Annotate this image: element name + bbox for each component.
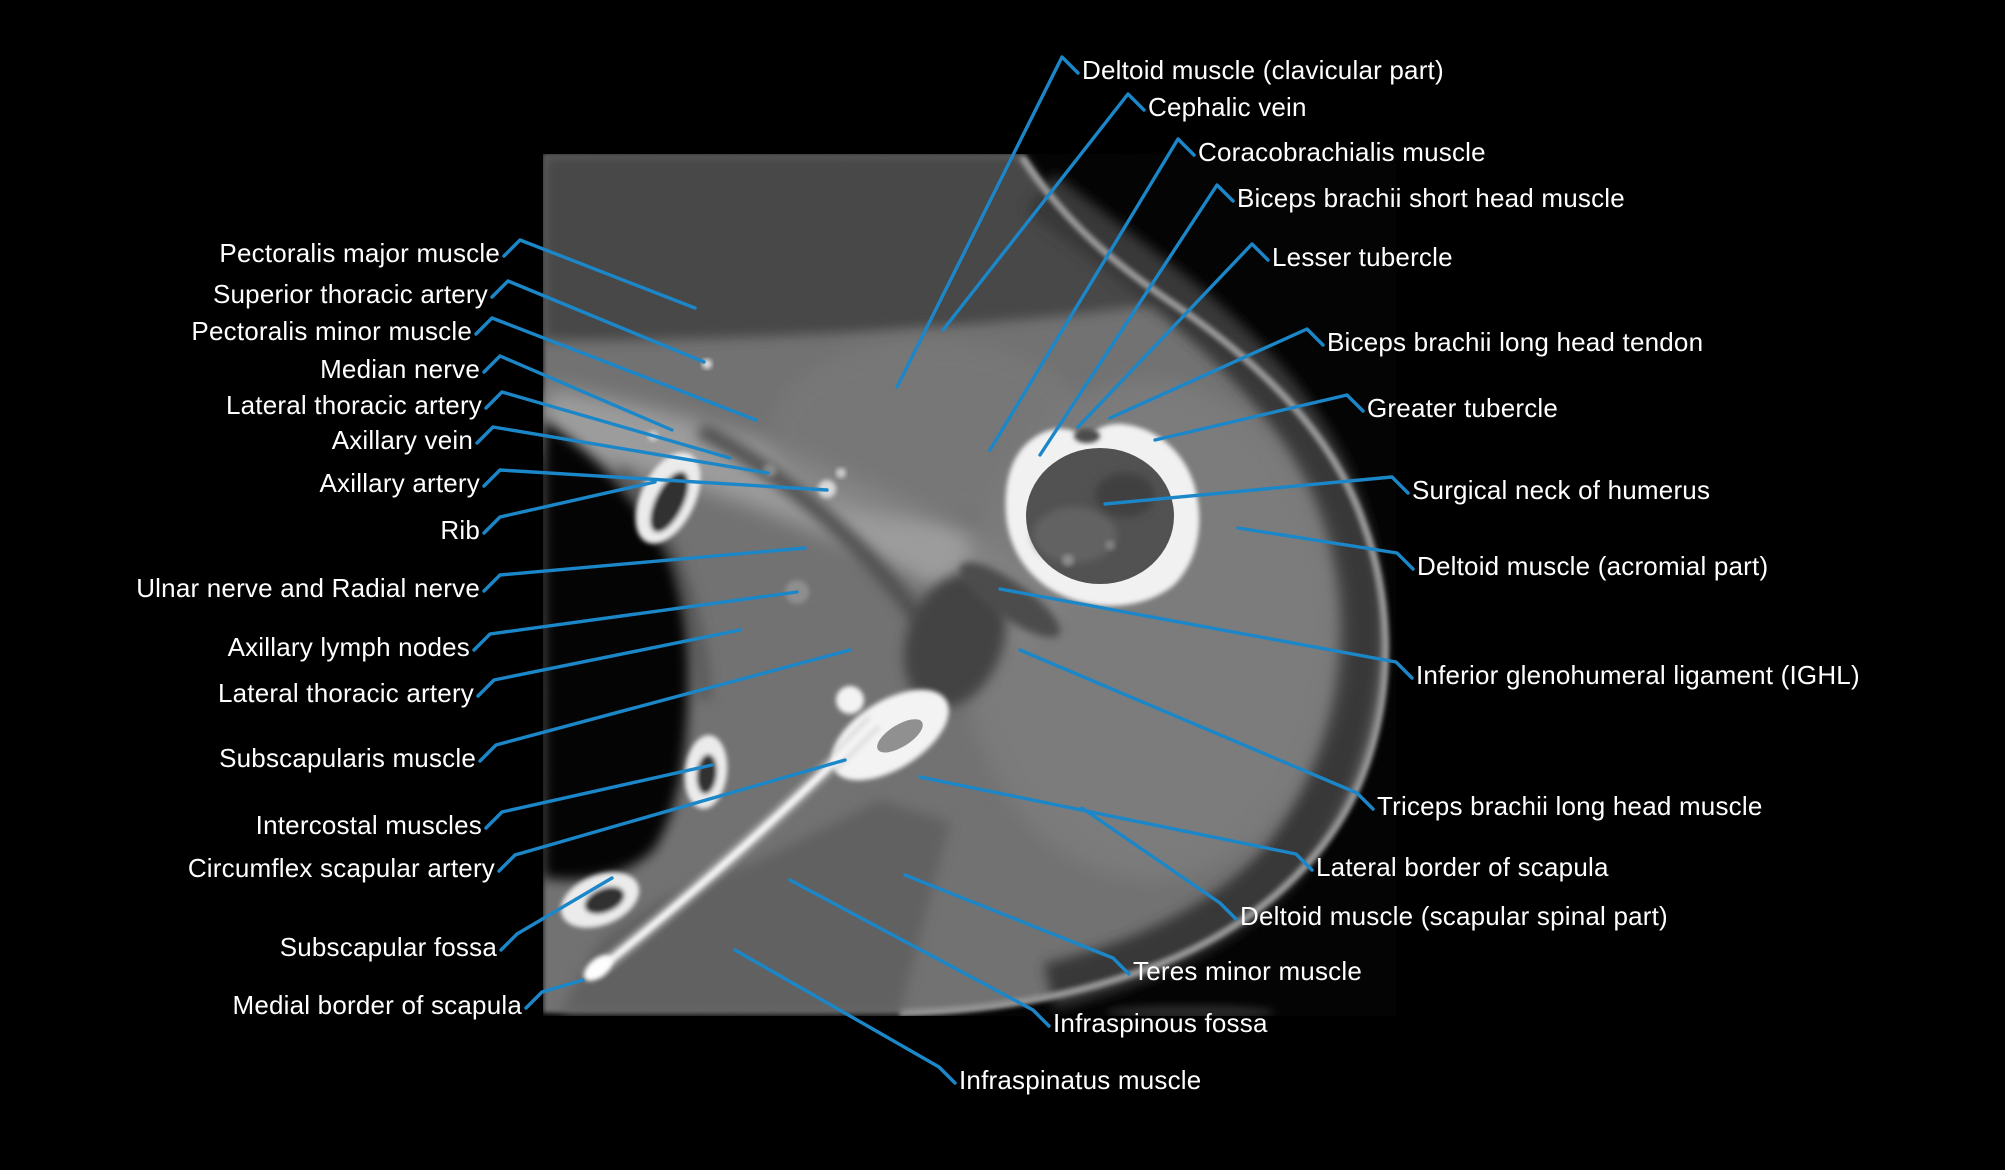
label-medial-border-of-scapula: Medial border of scapula	[232, 990, 522, 1020]
label-infraspinatus-muscle: Infraspinatus muscle	[959, 1065, 1202, 1095]
leader-line-axillary-vein	[475, 425, 770, 475]
leader-line-lesser-tubercle	[1076, 242, 1270, 429]
label-circumflex-scapular-artery: Circumflex scapular artery	[187, 853, 495, 883]
leader-line-subscapular-fossa	[499, 876, 614, 952]
leader-line-infraspinatus-muscle	[733, 948, 957, 1085]
label-biceps-brachii-short-head-muscle: Biceps brachii short head muscle	[1237, 183, 1625, 213]
label-deltoid-muscle-acromial-part: Deltoid muscle (acromial part)	[1417, 551, 1769, 581]
leader-line-medial-border-of-scapula	[524, 978, 585, 1010]
label-superior-thoracic-artery: Superior thoracic artery	[212, 279, 488, 309]
leader-line-triceps-brachii-long-head-muscle	[1018, 648, 1375, 811]
leader-line-lateral-border-of-scapula	[918, 775, 1314, 872]
leader-line-axillary-lymph-nodes	[472, 590, 799, 652]
label-lateral-border-of-scapula: Lateral border of scapula	[1316, 852, 1609, 882]
leader-line-lateral-thoracic-artery	[476, 628, 742, 698]
label-lateral-thoracic-artery: Lateral thoracic artery	[225, 390, 482, 420]
ct-scan-body	[543, 154, 1396, 1016]
label-lateral-thoracic-artery: Lateral thoracic artery	[217, 678, 474, 708]
leader-line-inferior-glenohumeral-ligament-ighl	[998, 587, 1414, 680]
label-infraspinous-fossa: Infraspinous fossa	[1053, 1008, 1268, 1038]
leader-line-biceps-brachii-short-head-muscle	[1038, 183, 1235, 457]
label-surgical-neck-of-humerus: Surgical neck of humerus	[1412, 475, 1711, 505]
leader-line-lateral-thoracic-artery	[484, 390, 732, 460]
label-inferior-glenohumeral-ligament-ighl: Inferior glenohumeral ligament (IGHL)	[1416, 660, 1860, 690]
label-intercostal-muscles: Intercostal muscles	[255, 810, 482, 840]
leader-line-coracobrachialis-muscle	[988, 137, 1196, 452]
label-coracobrachialis-muscle: Coracobrachialis muscle	[1198, 137, 1486, 167]
leader-line-cephalic-vein	[941, 92, 1146, 332]
label-pectoralis-minor-muscle: Pectoralis minor muscle	[191, 316, 472, 346]
leader-line-axillary-artery	[482, 468, 829, 492]
label-axillary-vein: Axillary vein	[331, 425, 473, 455]
leader-line-superior-thoracic-artery	[490, 279, 706, 364]
leader-line-ulnar-nerve-and-radial-nerve	[482, 546, 807, 593]
leader-line-teres-minor-muscle	[903, 873, 1131, 976]
leader-line-pectoralis-minor-muscle	[474, 316, 758, 422]
label-rib: Rib	[440, 515, 480, 545]
label-subscapularis-muscle: Subscapularis muscle	[219, 743, 476, 773]
label-teres-minor-muscle: Teres minor muscle	[1133, 956, 1362, 986]
leader-line-greater-tubercle	[1153, 393, 1365, 442]
label-lesser-tubercle: Lesser tubercle	[1272, 242, 1453, 272]
leader-line-pectoralis-major-muscle	[502, 238, 697, 310]
leader-line-infraspinous-fossa	[788, 878, 1051, 1028]
label-cephalic-vein: Cephalic vein	[1148, 92, 1307, 122]
label-axillary-lymph-nodes: Axillary lymph nodes	[227, 632, 470, 662]
leader-line-rib	[482, 480, 657, 535]
label-pectoralis-major-muscle: Pectoralis major muscle	[219, 238, 500, 268]
leader-line-deltoid-muscle-acromial-part	[1236, 526, 1415, 571]
leader-lines	[472, 55, 1415, 1085]
label-axillary-artery: Axillary artery	[319, 468, 480, 498]
label-deltoid-muscle-clavicular-part: Deltoid muscle (clavicular part)	[1082, 55, 1444, 85]
leader-line-biceps-brachii-long-head-tendon	[1108, 327, 1325, 420]
label-median-nerve: Median nerve	[320, 354, 480, 384]
label-triceps-brachii-long-head-muscle: Triceps brachii long head muscle	[1377, 791, 1763, 821]
leader-line-deltoid-muscle-scapular-spinal-part	[1080, 806, 1238, 921]
leader-line-median-nerve	[482, 354, 674, 432]
label-ulnar-nerve-and-radial-nerve: Ulnar nerve and Radial nerve	[136, 573, 480, 603]
leader-line-subscapularis-muscle	[478, 648, 852, 763]
label-deltoid-muscle-scapular-spinal-part: Deltoid muscle (scapular spinal part)	[1240, 901, 1668, 931]
label-subscapular-fossa: Subscapular fossa	[279, 932, 497, 962]
leader-line-deltoid-muscle-clavicular-part	[895, 55, 1080, 389]
label-biceps-brachii-long-head-tendon: Biceps brachii long head tendon	[1327, 327, 1704, 357]
label-greater-tubercle: Greater tubercle	[1367, 393, 1559, 423]
leader-line-surgical-neck-of-humerus	[1103, 475, 1410, 506]
leader-line-circumflex-scapular-artery	[497, 758, 847, 873]
leader-line-intercostal-muscles	[484, 763, 714, 830]
